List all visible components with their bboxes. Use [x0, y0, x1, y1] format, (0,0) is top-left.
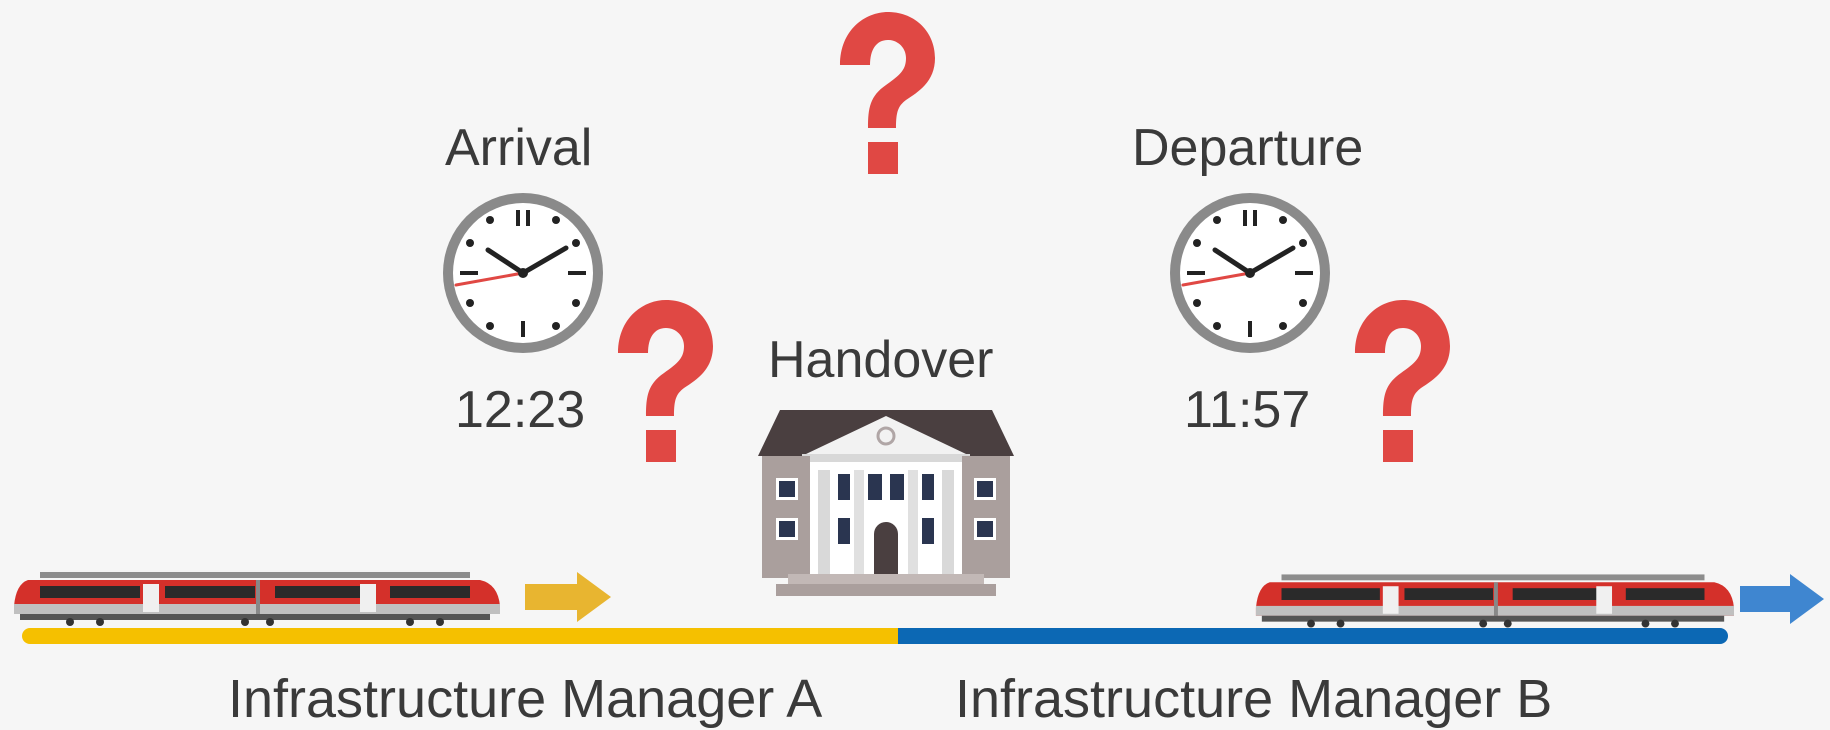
- arrow-right-icon-a: [525, 572, 611, 622]
- arrival-time: 12:23: [455, 381, 586, 439]
- arrival-label: Arrival: [445, 119, 593, 177]
- arrow-right-icon-b: [1740, 574, 1824, 624]
- infrastructure-manager-a-label: Infrastructure Manager A: [228, 669, 823, 729]
- track-infrastructure-a: [22, 628, 902, 644]
- question-mark-icon-arrival: [618, 300, 713, 462]
- track-infrastructure-b: [898, 628, 1728, 644]
- train-icon-a: [14, 572, 500, 626]
- question-mark-icon-departure: [1355, 300, 1450, 462]
- departure-time: 11:57: [1184, 381, 1311, 439]
- handover-label: Handover: [768, 331, 994, 389]
- station-building-icon: [758, 410, 1014, 596]
- departure-clock-icon: [1170, 193, 1330, 353]
- departure-label: Departure: [1132, 119, 1364, 177]
- question-mark-icon-top: [840, 12, 935, 174]
- train-icon-b: [1255, 574, 1734, 628]
- infrastructure-manager-b-label: Infrastructure Manager B: [955, 669, 1553, 729]
- arrival-clock-icon: [443, 193, 603, 353]
